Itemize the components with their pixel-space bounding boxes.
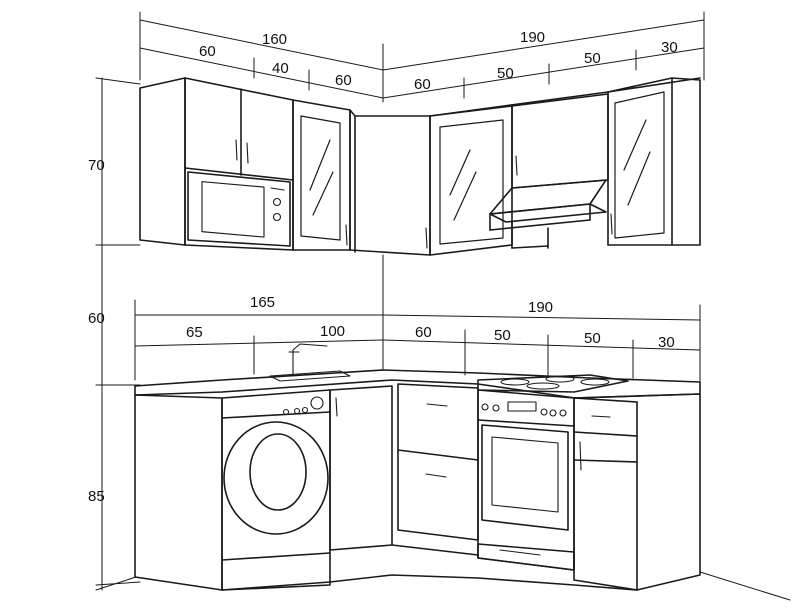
upper-left-part-3-label: 60: [335, 72, 352, 89]
lower-right-part-2-label: 50: [494, 327, 511, 344]
lower-right-part-1-label: 60: [415, 324, 432, 341]
upper-left-total-label: 160: [262, 31, 287, 48]
washing-machine: [221, 389, 331, 591]
gap-height-label: 60: [88, 310, 105, 327]
lower-right-total-label: 190: [528, 299, 553, 316]
upper-left-part-1-label: 60: [199, 43, 216, 60]
lower-right-part-3-label: 50: [584, 330, 601, 347]
upper-left-part-2-label: 40: [272, 60, 289, 77]
upper-right-total-label: 190: [520, 29, 545, 46]
upper-right-part-1-label: 60: [414, 76, 431, 93]
lower-right-part-4-label: 30: [658, 334, 675, 351]
upper-right-part-3-label: 50: [584, 50, 601, 67]
upper-right-part-2-label: 50: [497, 65, 514, 82]
lower-left-total-label: 165: [250, 294, 275, 311]
dimension-labels: 160 60 40 60 190 60 50 50 30 70 60 85 16…: [88, 29, 678, 505]
upper-height-label: 70: [88, 157, 105, 174]
sink: [269, 343, 351, 382]
lower-cabinets: [134, 343, 701, 591]
dimension-lines: [95, 11, 791, 601]
drawer-unit: [391, 383, 479, 556]
lower-left-part-1-label: 65: [186, 324, 203, 341]
upper-cabinets: [139, 77, 701, 256]
right-base-cabinet: [573, 393, 701, 591]
range-hood: [489, 179, 607, 249]
lower-left-part-2-label: 100: [320, 323, 345, 340]
upper-right-part-4-label: 30: [661, 39, 678, 56]
stove-oven: [477, 374, 629, 571]
microwave: [187, 171, 291, 247]
lower-height-label: 85: [88, 488, 105, 505]
